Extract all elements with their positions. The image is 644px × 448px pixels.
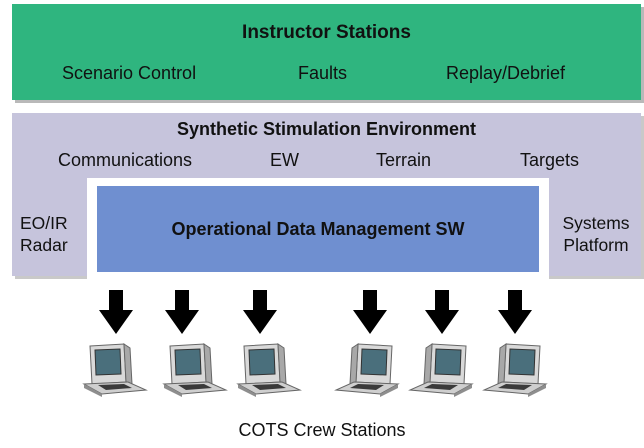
replay-debrief-label: Replay/Debrief [446, 63, 566, 83]
systems-label: Systems [562, 213, 630, 233]
communications-label: Communications [58, 150, 193, 170]
computer-console-icon [162, 343, 228, 397]
down-arrow-icon [243, 290, 277, 334]
down-arrow-icon [99, 290, 133, 334]
faults-label: Faults [298, 63, 348, 83]
terrain-label: Terrain [376, 150, 432, 170]
down-arrow-icon [425, 290, 459, 334]
down-arrow-icon [353, 290, 387, 334]
eo-ir-radar-label: EO/IR Radar [20, 212, 68, 256]
odm-label: Operational Data Management SW [171, 218, 465, 239]
cots-crew-stations-caption: COTS Crew Stations [238, 420, 406, 440]
computer-console-icon [408, 343, 474, 397]
computer-console-icon [334, 343, 400, 397]
systems-platform-label: Systems Platform [554, 212, 638, 256]
operational-data-management-box: Operational Data Management SW [97, 186, 539, 272]
synthetic-stimulation-title: Synthetic Stimulation Environment [176, 119, 477, 139]
down-arrow-icon [498, 290, 532, 334]
platform-label: Platform [563, 235, 629, 255]
scenario-control-label: Scenario Control [62, 63, 197, 83]
down-arrow-icon [165, 290, 199, 334]
instructor-stations-title: Instructor Stations [242, 22, 411, 43]
instructor-stations-block: Instructor Stations Scenario Control Fau… [12, 4, 641, 100]
targets-label: Targets [520, 150, 580, 170]
radar-label: Radar [20, 235, 68, 255]
computer-console-icon [236, 343, 302, 397]
eo-ir-label: EO/IR [20, 213, 68, 233]
ew-label: EW [270, 150, 299, 170]
computer-console-icon [482, 343, 548, 397]
computer-console-icon [82, 343, 148, 397]
